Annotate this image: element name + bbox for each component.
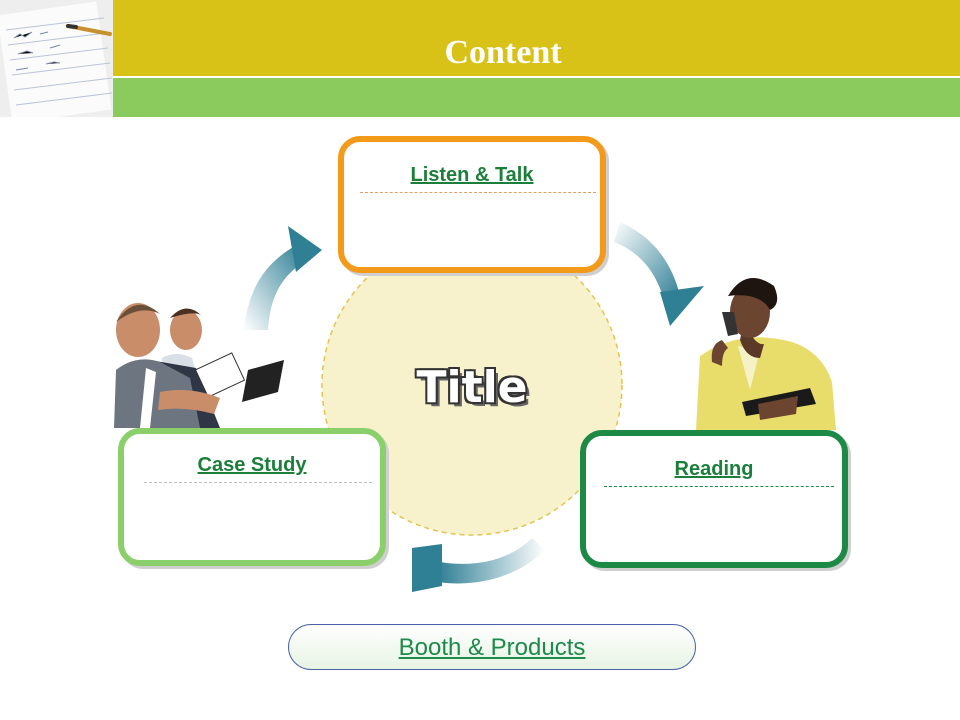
header-green-band xyxy=(113,78,960,117)
header-yellow-band xyxy=(113,0,960,76)
case-study-label[interactable]: Case Study xyxy=(197,454,307,476)
booth-products-button[interactable]: Booth & Products xyxy=(288,624,696,670)
listen-talk-divider xyxy=(360,192,596,193)
cycle-arrow-top-right xyxy=(614,222,704,326)
centre-title: Title xyxy=(416,362,528,413)
businessmen-photo xyxy=(114,303,284,428)
listen-talk-label[interactable]: Listen & Talk xyxy=(410,164,534,186)
reading-box[interactable]: Reading xyxy=(580,430,848,568)
case-study-box[interactable]: Case Study xyxy=(118,428,386,566)
slide-title: Content xyxy=(444,34,562,71)
cycle-arrow-bottom xyxy=(412,538,545,592)
reading-label[interactable]: Reading xyxy=(674,458,754,480)
slide-header: Content xyxy=(0,0,960,117)
listen-talk-box[interactable]: Listen & Talk xyxy=(338,136,606,273)
case-study-divider xyxy=(144,482,372,483)
reading-divider xyxy=(604,486,834,487)
cycle-arrow-top-left xyxy=(244,226,322,330)
businesswoman-phone-photo xyxy=(696,278,836,430)
notebook-photo xyxy=(0,0,113,117)
